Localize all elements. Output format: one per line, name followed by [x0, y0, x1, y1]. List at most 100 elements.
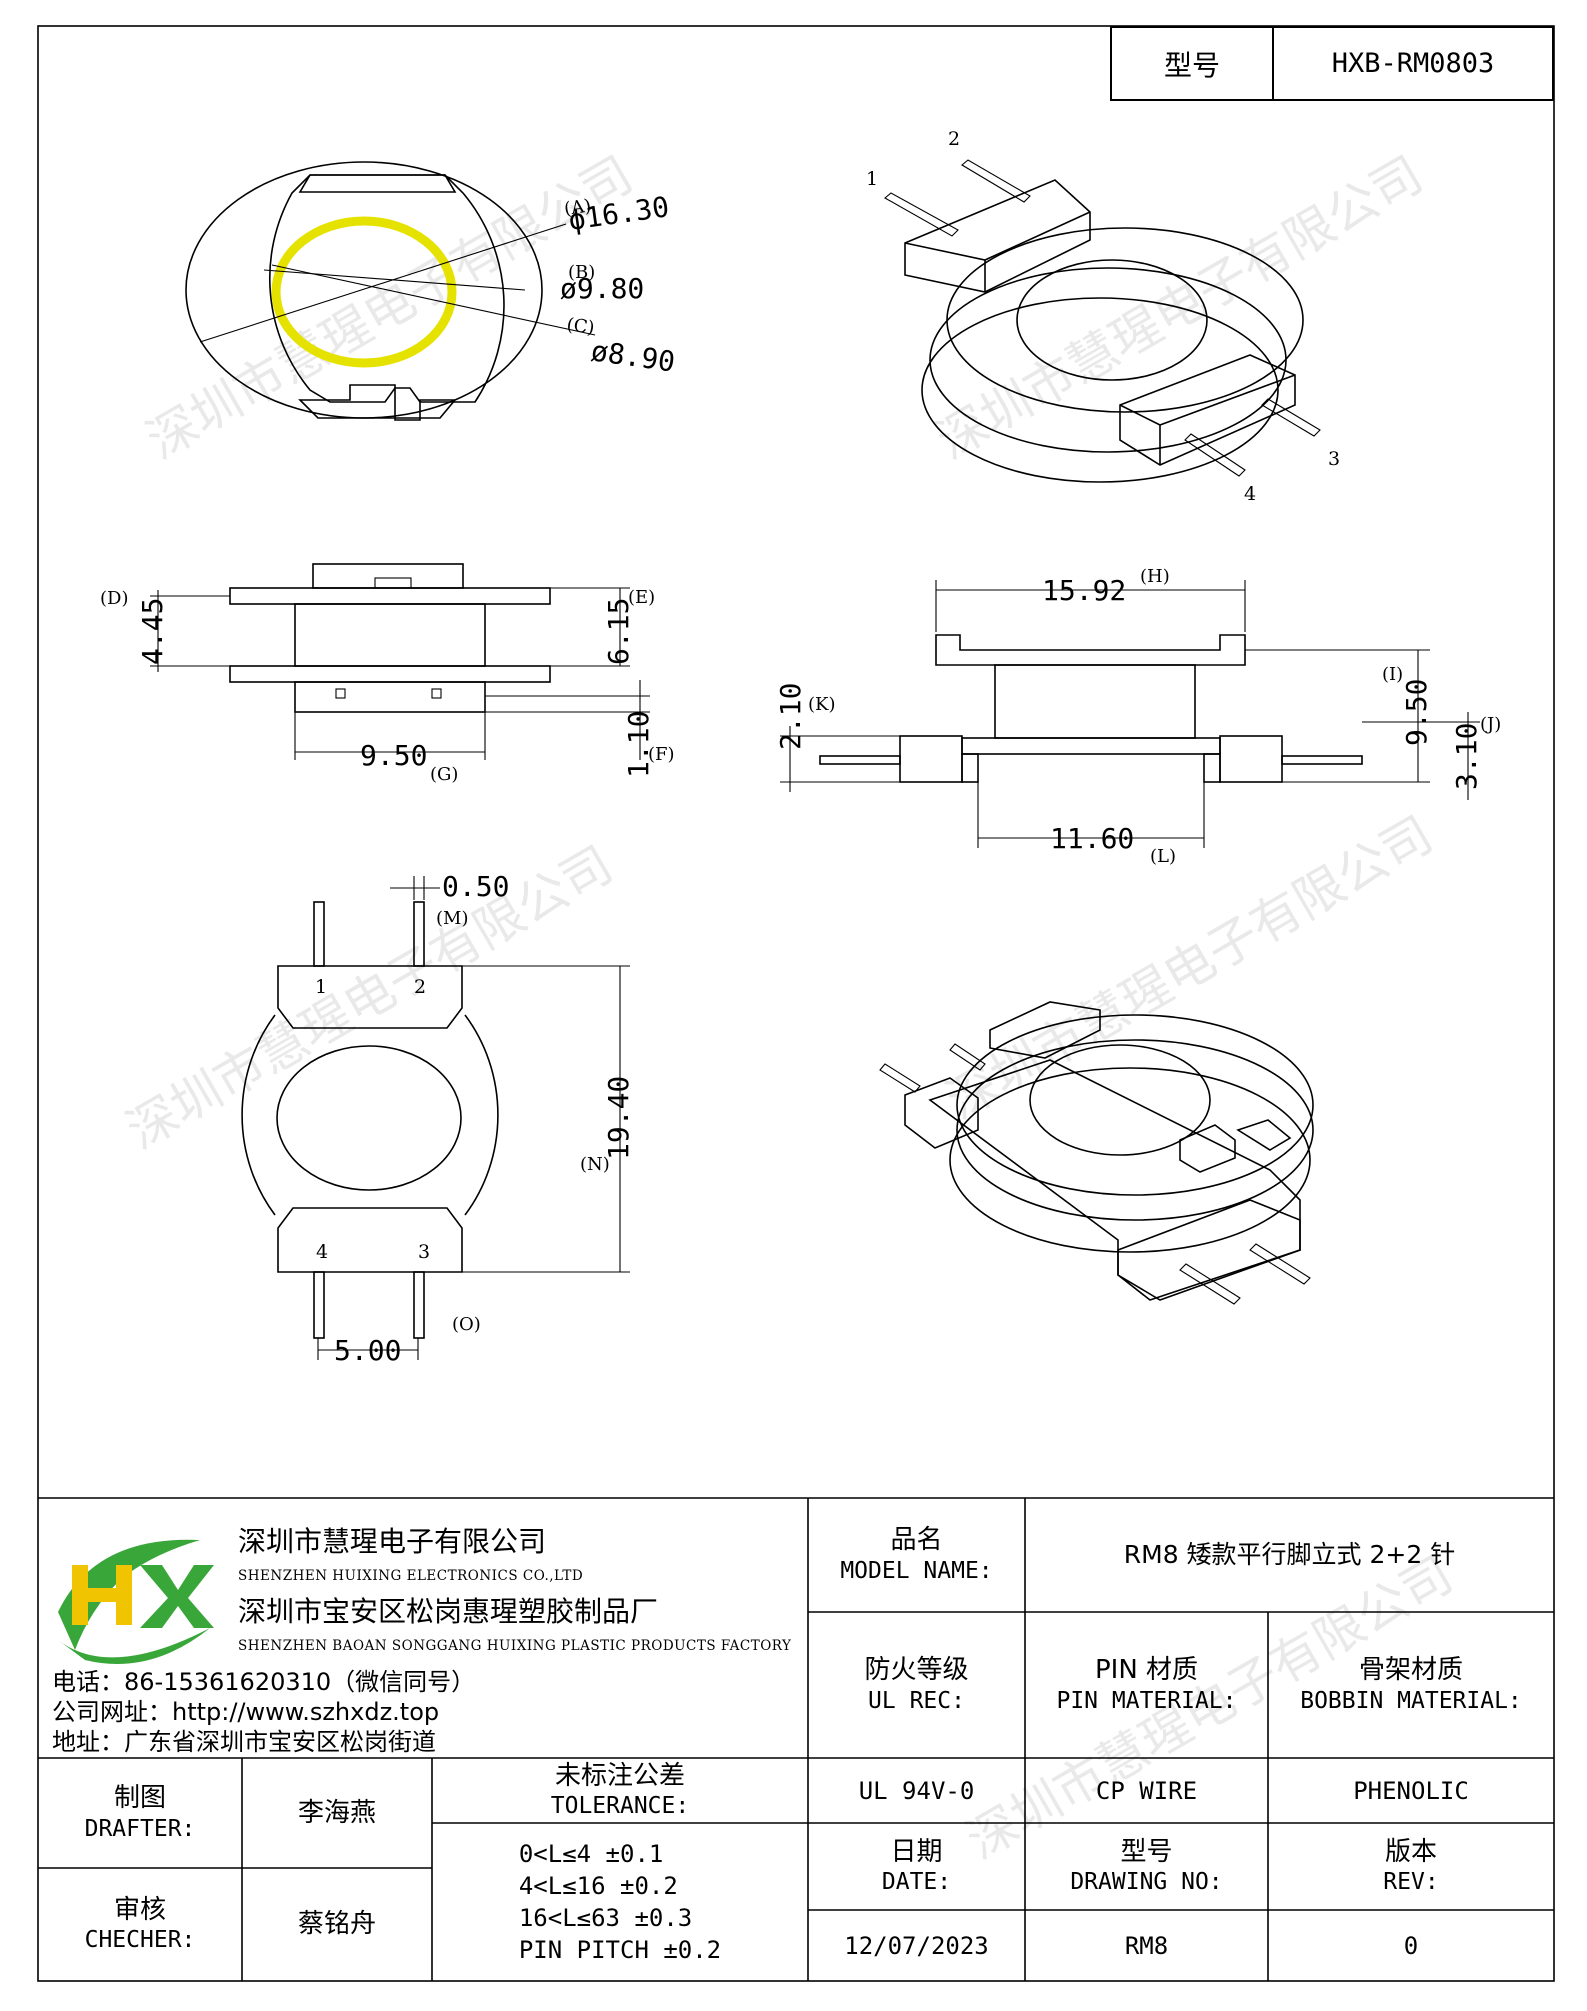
- bobbin-material-value: PHENOLIC: [1268, 1758, 1554, 1823]
- pin-label-2: 2: [414, 976, 426, 998]
- dim-e: 6.15: [602, 598, 635, 665]
- logo-x: [140, 1565, 214, 1628]
- bottom-pin-header: [277, 1207, 463, 1273]
- model-name-label: 品名 MODEL NAME:: [808, 1498, 1025, 1612]
- leader-line: [263, 269, 526, 291]
- pin-2-lead: [413, 901, 425, 967]
- pin-label-3: 3: [418, 1241, 430, 1263]
- dim-h: 15.92: [1042, 574, 1126, 607]
- model-name-value: RM8 矮款平行脚立式 2+2 针: [1025, 1498, 1554, 1612]
- tolerance-label: 未标注公差 TOLERANCE:: [432, 1758, 808, 1823]
- date-value: 12/07/2023: [808, 1910, 1025, 1981]
- pin-block-right: [1219, 735, 1283, 783]
- pin-label-2: 2: [948, 128, 960, 150]
- top-flange: [229, 587, 551, 605]
- center-hole: [276, 1045, 462, 1191]
- leader-line: [271, 264, 596, 336]
- date-label: 日期 DATE:: [808, 1823, 1025, 1910]
- company-name-en: SHENZHEN HUIXING ELECTRONICS CO.,LTD: [238, 1568, 584, 1584]
- bottom-slot: [298, 384, 457, 421]
- bobbin-material-label: 骨架材质 BOBBIN MATERIAL:: [1268, 1612, 1554, 1758]
- center-hole: [1016, 259, 1208, 381]
- bottom-view: 1 2 3 4 0.50 (M) 19.40 (N) 5.00 (O): [241, 870, 635, 1367]
- drafter-value: 李海燕: [242, 1758, 432, 1868]
- watermark-text: 深圳市慧瑆电子有限公司: [937, 805, 1442, 1130]
- top-notch: [298, 174, 457, 193]
- logo-swoosh: [58, 1628, 210, 1664]
- model-value: HXB-RM0803: [1331, 48, 1495, 79]
- pin-material-cn: PIN 材质: [1094, 1655, 1199, 1686]
- dim-l: 11.60: [1050, 822, 1134, 855]
- company-logo: [58, 1539, 214, 1664]
- drafter-en: DRAFTER:: [84, 1815, 196, 1842]
- iso-pin: [879, 1063, 921, 1093]
- winding-ring: [271, 216, 457, 368]
- header-edge: [904, 211, 1091, 292]
- dim-j: 3.10: [1450, 723, 1483, 790]
- logo-h-bar: [72, 1588, 132, 1602]
- dim-letter-f: (F): [648, 744, 675, 765]
- company-phone: 电话：86-15361620310（微信同号）: [52, 1668, 476, 1696]
- tolerance-line: 16<L≤63 ±0.3: [518, 1904, 693, 1932]
- watermark-text: 深圳市慧瑆电子有限公司: [137, 145, 642, 470]
- dim-letter-k: (K): [808, 694, 836, 715]
- pin-block: [294, 681, 486, 713]
- factory-name-en: SHENZHEN BAOAN SONGGANG HUIXING PLASTIC …: [238, 1638, 792, 1654]
- factory-name-cn: 深圳市宝安区松岗惠瑆塑胶制品厂: [238, 1595, 659, 1628]
- pin-hole: [335, 688, 346, 699]
- model-name-text: RM8 矮款平行脚立式 2+2 针: [1123, 1540, 1456, 1570]
- drawing-no-en: DRAWING NO:: [1070, 1869, 1223, 1896]
- pin-hole: [431, 688, 442, 699]
- dim-letter-i: (I): [1382, 664, 1403, 685]
- drawing-no-cn: 型号: [1120, 1836, 1173, 1867]
- drawing-no-value: RM8: [1025, 1910, 1268, 1981]
- model-header-box: 型号 HXB-RM0803: [1110, 26, 1554, 101]
- ul-rec-text: UL 94V-0: [858, 1776, 975, 1805]
- model-name-cn: 品名: [890, 1525, 943, 1556]
- pin-2: [961, 159, 1031, 203]
- pin-3-lead: [413, 1271, 425, 1339]
- lower-flange: [949, 1067, 1311, 1253]
- top-boss: [312, 563, 464, 589]
- pin-4-lead: [313, 1271, 325, 1339]
- sheet-border: [37, 25, 1555, 1982]
- dim-o: 5.00: [334, 1334, 401, 1367]
- tolerance-list: 0<L≤4 ±0.1 4<L≤16 ±0.2 16<L≤63 ±0.3 PIN …: [519, 1838, 721, 1966]
- dim-i: 9.50: [1400, 679, 1433, 746]
- dim-letter-g: (G): [430, 764, 458, 785]
- dim-letter-h: (H): [1140, 566, 1170, 587]
- top-boss-left: [989, 1001, 1101, 1059]
- checker-en: CHECHER:: [84, 1927, 196, 1954]
- bottom-flange: [229, 665, 551, 683]
- ul-rec-value: UL 94V-0: [808, 1758, 1025, 1823]
- pin-4: [1184, 433, 1246, 477]
- pin-label-1: 1: [866, 168, 878, 190]
- dim-letter-n: (N): [580, 1154, 610, 1175]
- iso-core: [956, 1039, 1314, 1221]
- checker-name: 蔡铭舟: [297, 1909, 376, 1940]
- pin-block-right: [1117, 1199, 1301, 1301]
- dim-letter-c: (C): [565, 314, 595, 339]
- tolerance-cn: 未标注公差: [554, 1760, 685, 1791]
- checker-value: 蔡铭舟: [242, 1868, 432, 1981]
- model-name-en: MODEL NAME:: [840, 1557, 993, 1584]
- ul-rec-cn: 防火等级: [864, 1655, 969, 1686]
- drafter-name: 李海燕: [297, 1797, 376, 1828]
- logo-swoosh: [58, 1539, 200, 1650]
- date-text: 12/07/2023: [844, 1931, 989, 1960]
- watermark-text: 深圳市慧瑆电子有限公司: [117, 835, 622, 1160]
- tolerance-line: 4<L≤16 ±0.2: [518, 1872, 678, 1900]
- title-block-grid: [38, 1498, 1554, 1981]
- upper-flange: [946, 227, 1304, 413]
- bobbin-material-en: BOBBIN MATERIAL:: [1300, 1687, 1522, 1714]
- company-info: 深圳市慧瑆电子有限公司 SHENZHEN HUIXING ELECTRONICS…: [40, 1498, 808, 1758]
- side-view: 4.45 (D) 6.15 (E) 9.50 (G) 1.10 (F): [100, 563, 675, 785]
- header-edge: [1119, 374, 1296, 465]
- top-flange: [935, 634, 1246, 666]
- center-hole: [1029, 1044, 1211, 1156]
- dim-letter-j: (J): [1480, 714, 1501, 735]
- company-name-cn: 深圳市慧瑆电子有限公司: [238, 1525, 547, 1558]
- rev-cn: 版本: [1384, 1836, 1437, 1867]
